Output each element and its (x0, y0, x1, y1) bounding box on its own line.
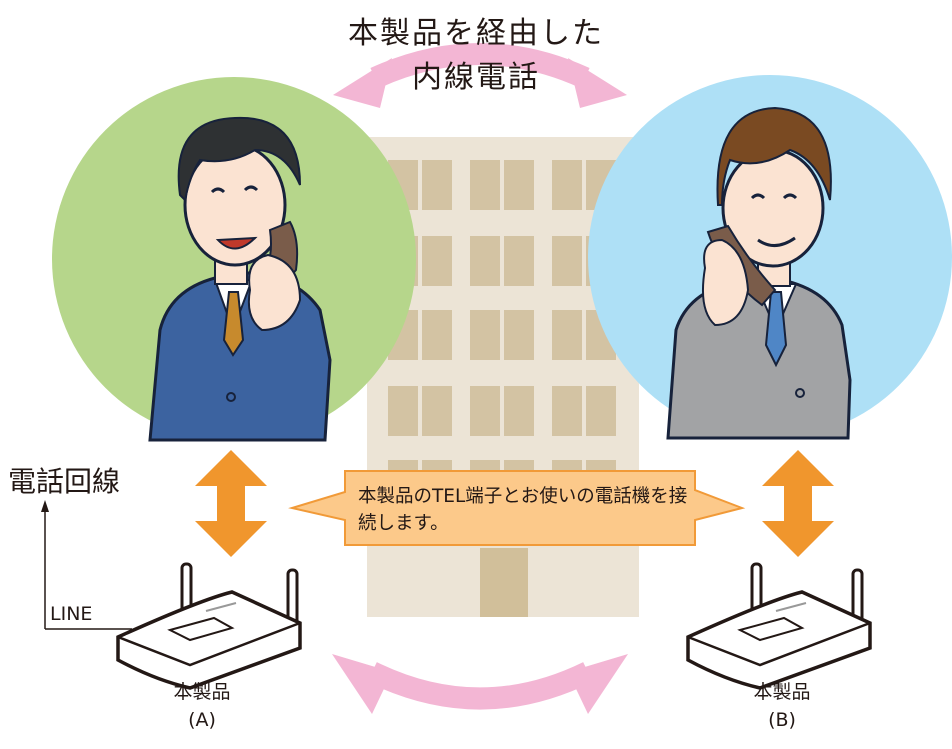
person-a-hand (247, 253, 302, 332)
device-a-id: (A) (188, 709, 216, 731)
line-connector (41, 500, 132, 630)
router-b (686, 562, 872, 690)
phone-line-label: 電話回線 (8, 465, 121, 498)
building-window (552, 310, 582, 360)
building-window (504, 386, 534, 436)
building-window (470, 236, 500, 286)
building-window (504, 236, 534, 286)
person-b-hair (716, 106, 832, 206)
building-window (552, 236, 582, 286)
person-b-hand (702, 238, 750, 327)
person-b-tie (764, 291, 788, 368)
device-b-label: 本製品 (B) (692, 678, 872, 734)
person-a-tie (222, 291, 245, 357)
router-a (116, 562, 302, 690)
building-window (470, 386, 500, 436)
orange-arrow-left (195, 450, 267, 557)
building-window (504, 310, 534, 360)
extension-arrow-top (333, 43, 627, 108)
building-window (504, 160, 534, 210)
building-window (422, 386, 452, 436)
title-line-2: 内線電話 (412, 60, 540, 95)
person-a-eye-right (243, 185, 259, 192)
building-window (552, 160, 582, 210)
callout-text: 本製品のTEL端子とお使いの電話機を接続します。 (358, 486, 688, 534)
person-a-hair (177, 116, 301, 203)
person-b-eye-left (750, 193, 766, 200)
person-b-button (795, 388, 805, 398)
line-port-label: LINE (50, 603, 93, 625)
building-window (470, 160, 500, 210)
building-door (480, 548, 528, 617)
orange-arrow-right (762, 450, 834, 557)
extension-arrow-bottom (332, 654, 628, 714)
building-window (552, 386, 582, 436)
title-line-1: 本製品を経由した (348, 16, 604, 51)
building-window (470, 310, 500, 360)
person-b-mouth (757, 236, 796, 247)
caller-a (52, 77, 416, 442)
building-window (422, 236, 452, 286)
person-a-eye-left (210, 187, 226, 194)
device-b-id: (B) (768, 709, 796, 731)
building-window (586, 386, 616, 436)
person-a-button (226, 392, 236, 402)
building-window (388, 386, 418, 436)
callout-bubble (288, 470, 746, 546)
building-window (422, 160, 452, 210)
device-a-label: 本製品 (A) (112, 678, 292, 734)
device-b-name: 本製品 (753, 681, 811, 703)
caller-b (588, 75, 952, 440)
device-a-name: 本製品 (173, 681, 231, 703)
person-a-mouth (215, 236, 258, 250)
building-window (422, 310, 452, 360)
person-b-eye-right (782, 193, 798, 200)
